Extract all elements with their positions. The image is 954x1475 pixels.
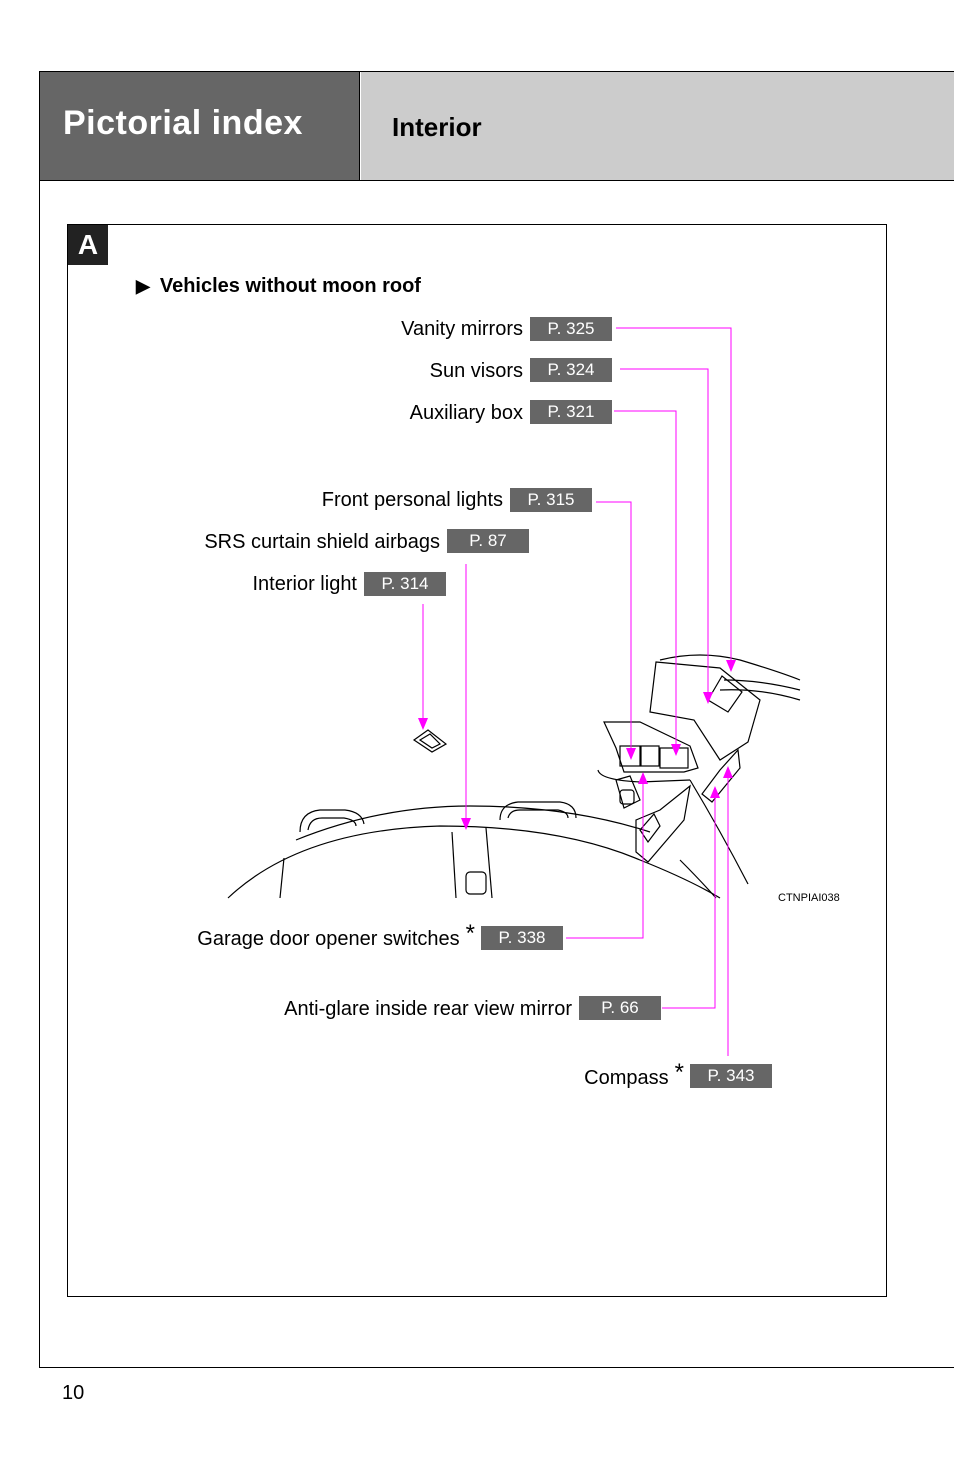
- auxiliary-box-page-ref[interactable]: P. 321: [530, 400, 612, 424]
- compass-label: Compass*: [584, 1059, 684, 1091]
- interior-light-label: Interior light: [252, 573, 358, 595]
- compass-label-text: Compass: [584, 1067, 669, 1089]
- page-frame: [39, 71, 954, 1368]
- section-badge: A: [68, 225, 108, 265]
- subheading-text: Vehicles without moon roof: [159, 275, 421, 297]
- asterisk-icon: *: [465, 920, 475, 947]
- vanity-mirrors-label: Vanity mirrors: [401, 318, 523, 340]
- compass-page-ref[interactable]: P. 343: [690, 1064, 772, 1088]
- sun-visors-page-ref[interactable]: P. 324: [530, 358, 612, 382]
- page-title: Pictorial index: [63, 104, 303, 142]
- vanity-mirrors-page-ref[interactable]: P. 325: [530, 317, 612, 341]
- srs-airbags-label: SRS curtain shield airbags: [204, 531, 440, 553]
- asterisk-icon: *: [674, 1059, 684, 1086]
- header-divider: [40, 180, 954, 181]
- garage-door-label-text: Garage door opener switches: [197, 928, 460, 950]
- page-subtitle: Interior: [392, 112, 482, 142]
- figure-code: CTNPIAI038: [778, 892, 840, 904]
- front-personal-lights-label: Front personal lights: [321, 489, 503, 511]
- header-subtitle-block: Interior: [361, 72, 954, 180]
- anti-glare-mirror-label: Anti-glare inside rear view mirror: [284, 998, 572, 1020]
- front-personal-lights-page-ref[interactable]: P. 315: [510, 488, 592, 512]
- section-box: [67, 224, 887, 1297]
- leader-lines: [422, 327, 732, 1056]
- garage-door-page-ref[interactable]: P. 338: [481, 926, 563, 950]
- srs-airbags-page-ref[interactable]: P. 87: [447, 529, 529, 553]
- anti-glare-mirror-page-ref[interactable]: P. 66: [579, 996, 661, 1020]
- section-subheading: ▶ Vehicles without moon roof: [136, 275, 421, 298]
- car-interior-drawing: [227, 654, 801, 899]
- leader-arrowheads: [418, 660, 736, 830]
- triangle-right-icon: ▶: [136, 276, 150, 296]
- sun-visors-label: Sun visors: [429, 360, 523, 382]
- garage-door-label: Garage door opener switches*: [197, 920, 475, 952]
- page-number: 10: [62, 1382, 85, 1404]
- auxiliary-box-label: Auxiliary box: [409, 402, 523, 424]
- interior-light-page-ref[interactable]: P. 314: [364, 572, 446, 596]
- header-title-block: Pictorial index: [40, 72, 360, 180]
